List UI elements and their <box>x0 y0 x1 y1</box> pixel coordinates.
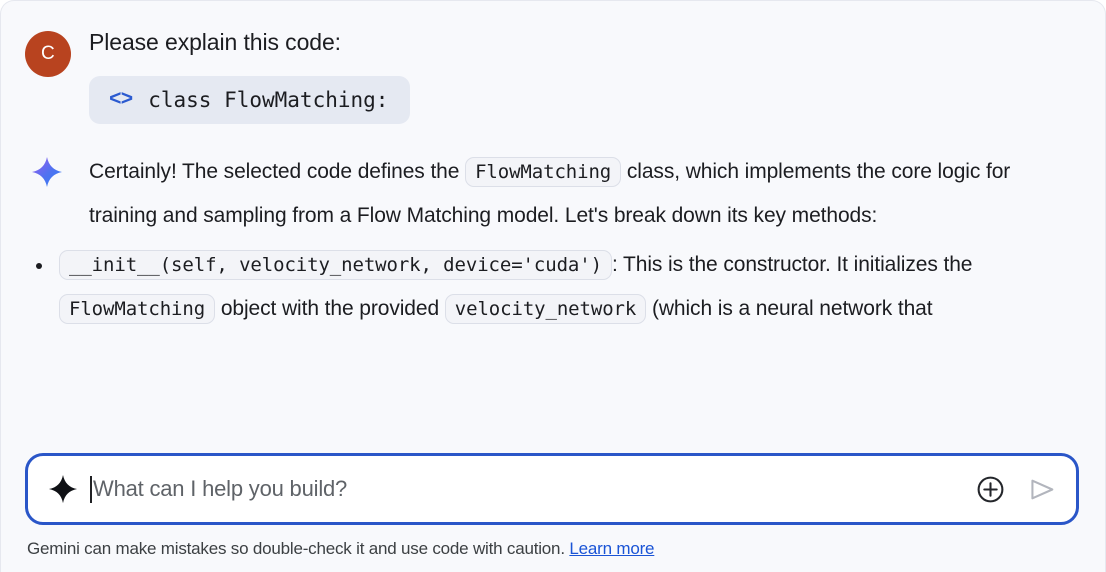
paragraph-part-2: class, which implements the core logic f… <box>89 160 1011 228</box>
composer-actions <box>974 473 1058 505</box>
user-message-text: Please explain this code: <box>89 29 341 55</box>
learn-more-link[interactable]: Learn more <box>569 539 655 558</box>
prompt-placeholder: What can I help you build? <box>93 476 348 501</box>
user-message-turn: C Please explain this code: <> class Flo… <box>1 1 1105 125</box>
paragraph-part-1: Certainly! The selected code defines the <box>89 160 466 184</box>
selected-code-text: class FlowMatching: <box>148 88 389 112</box>
plus-circle-icon[interactable] <box>974 473 1006 505</box>
methods-bullet-list: __init__(self, velocity_network, device=… <box>1 243 1105 331</box>
bullet-part-3: (which is a neural network that <box>646 297 933 321</box>
send-arrow-icon[interactable] <box>1026 473 1058 505</box>
prompt-composer[interactable]: What can I help you build? <box>25 453 1079 525</box>
bullet-part-1: : This is the constructor. It initialize… <box>611 253 973 277</box>
prompt-input[interactable]: What can I help you build? <box>90 456 958 522</box>
assistant-paragraph: Certainly! The selected code defines the… <box>89 150 1105 237</box>
assistant-message-turn: Certainly! The selected code defines the… <box>1 150 1105 331</box>
list-item: __init__(self, velocity_network, device=… <box>36 243 1105 331</box>
disclaimer-text: Gemini can make mistakes so double-check… <box>27 539 565 558</box>
text-caret <box>90 475 92 503</box>
gemini-sparkle-icon <box>31 156 63 188</box>
inline-code-chip: FlowMatching <box>59 294 216 325</box>
selected-code-chip[interactable]: <> class FlowMatching: <box>89 76 411 125</box>
disclaimer-footer: Gemini can make mistakes so double-check… <box>27 539 655 559</box>
inline-code-chip: FlowMatching <box>465 157 622 188</box>
sparkle-icon <box>48 474 78 504</box>
scroll-fade-overlay <box>1 427 1105 453</box>
inline-code-chip: velocity_network <box>444 294 647 325</box>
inline-code-chip: __init__(self, velocity_network, device=… <box>59 250 612 281</box>
bullet-part-2: object with the provided <box>215 297 445 321</box>
conversation-scroll-area[interactable]: C Please explain this code: <> class Flo… <box>1 1 1105 453</box>
code-chevrons-icon: <> <box>109 88 133 112</box>
avatar: C <box>25 31 71 77</box>
